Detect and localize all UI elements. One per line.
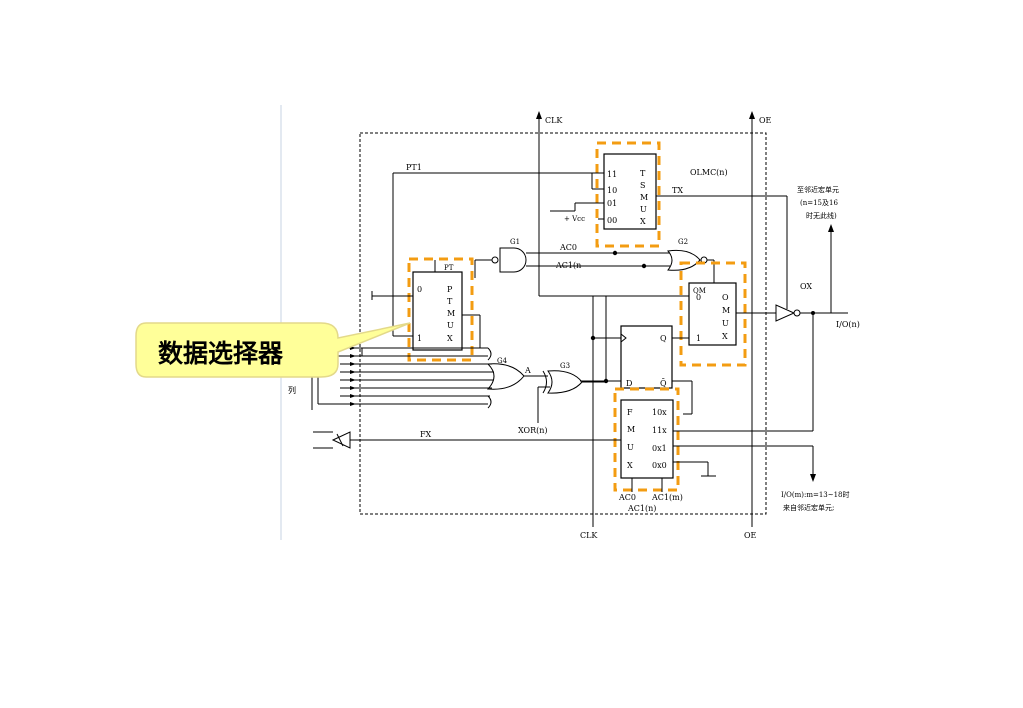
fmux-in-11x: 11x <box>652 426 667 435</box>
xor-n-label: XOR(n) <box>518 426 548 435</box>
fmux-in-0x0: 0x0 <box>652 461 667 470</box>
fx-label: FX <box>420 430 432 439</box>
adjacent-bottom-line1: I/O(m):m=13~18时 <box>781 490 850 499</box>
ptmux-highlight <box>407 257 474 362</box>
tx-label: TX <box>672 186 683 195</box>
adjacent-note-line3: 时无此线) <box>806 211 837 220</box>
ac0-label: AC0 <box>559 243 577 252</box>
tsmux-input-wiring <box>392 172 604 300</box>
product-term-arrow <box>350 362 356 366</box>
oe-top-label: OE <box>759 116 772 125</box>
adjacent-bottom-line2: 来自邻近宏单元; <box>783 503 834 512</box>
product-term-arrow <box>350 370 356 374</box>
omux-wiring <box>539 295 776 381</box>
omux-highlight <box>679 261 747 367</box>
dff-qbar-label: Q̄ <box>660 379 667 388</box>
omux-name-2: M <box>722 306 730 315</box>
tsmux-name-3: M <box>640 193 648 202</box>
ptmux-in-1: 1 <box>417 334 422 343</box>
g1-label: G1 <box>510 238 520 246</box>
ac1-junction <box>641 263 647 269</box>
omux-block <box>688 282 737 346</box>
fmux-name-3: U <box>627 443 634 452</box>
adjacent-note-line2: (n=15及16 <box>800 199 838 207</box>
pt1-label: PT1 <box>406 163 422 172</box>
ac0-junction <box>612 250 618 256</box>
dff-q-label: Q <box>660 334 667 343</box>
ptmux-in-0: 0 <box>417 285 422 294</box>
omux-name-3: U <box>722 319 729 328</box>
a-label: A <box>524 366 531 375</box>
product-term-arrow <box>350 394 356 398</box>
ptmux-wiring <box>371 260 481 348</box>
oe-rail <box>749 111 755 527</box>
product-term-arrow <box>350 378 356 382</box>
io-n-label: I/O(n) <box>836 320 860 329</box>
clk-bottom-label: CLK <box>580 531 598 540</box>
callout-bubble: 数据选择器 <box>135 322 411 378</box>
ptmux-name-4: U <box>447 321 454 330</box>
product-term-arrow <box>350 402 356 406</box>
tsmux-name-4: U <box>640 205 647 214</box>
omux-name-4: X <box>722 332 728 341</box>
fmux-sel-ac1: AC1(m) <box>651 493 683 502</box>
ptmux-pt-label: PT <box>444 264 454 272</box>
g2-label: G2 <box>678 238 688 246</box>
ox-label: OX <box>800 282 812 291</box>
left-column-mark: 列 <box>288 385 296 395</box>
fmux-in-10x: 10x <box>652 408 667 417</box>
product-term-arrow <box>350 354 356 358</box>
tsmux-name-1: T <box>640 169 646 178</box>
ptmux-block <box>412 271 463 351</box>
olmc-label: OLMC(n) <box>690 168 728 177</box>
fmux-name-2: M <box>627 425 635 434</box>
tsmux-in-10: 10 <box>607 186 617 195</box>
oe-bottom-label: OE <box>744 531 757 540</box>
tsmux-in-00: 00 <box>607 216 617 225</box>
ptmux-name-5: X <box>447 334 453 343</box>
dff-wiring <box>580 335 693 415</box>
g3-label: G3 <box>560 362 570 370</box>
product-term-arrows <box>350 346 356 406</box>
fmux-in-0x1: 0x1 <box>652 444 667 453</box>
tsmux-in-01: 01 <box>607 199 617 208</box>
fmux-wiring <box>631 430 816 492</box>
tsmux-in-11: 11 <box>607 170 617 179</box>
omux-name-1: O <box>722 293 729 302</box>
omux-in-0: 0 <box>696 293 701 302</box>
dff-block <box>620 325 673 389</box>
fx-feedback-buffer <box>313 431 621 449</box>
g3-xor-gate <box>537 370 606 423</box>
tsmux-name-5: X <box>640 217 646 226</box>
omux-qm-label: QM <box>693 287 706 295</box>
tsmux-block <box>603 153 657 230</box>
callout-text: 数据选择器 <box>158 339 284 368</box>
ptmux-name-3: M <box>447 309 455 318</box>
vcc-label: + Vcc <box>564 215 585 223</box>
adjacent-note-line1: 至邻近宏单元 <box>797 185 839 194</box>
product-term-lines <box>311 347 494 410</box>
clk-rail <box>536 111 594 527</box>
fmux-sel-ac0: AC0 <box>618 493 636 502</box>
clk-top-label: CLK <box>545 116 563 125</box>
tsmux-highlight <box>595 141 661 248</box>
tsmux-name-2: S <box>640 181 645 190</box>
output-buffer <box>775 224 848 431</box>
fmux-name-1: F <box>627 408 633 417</box>
olmc-boundary <box>359 132 767 515</box>
ac1-bottom-label: AC1(n) <box>627 504 656 513</box>
omux-in-1: 1 <box>696 334 701 343</box>
product-term-arrow <box>350 386 356 390</box>
ptmux-name-2: T <box>447 297 453 306</box>
g4-gate <box>486 363 548 390</box>
fmux-name-4: X <box>627 461 633 470</box>
g4-label: G4 <box>497 357 508 365</box>
fmux-block <box>620 399 674 479</box>
ac1n-label: AC1(n <box>555 261 581 270</box>
dff-d-label: D <box>626 379 632 388</box>
ptmux-name-1: P <box>447 285 453 294</box>
